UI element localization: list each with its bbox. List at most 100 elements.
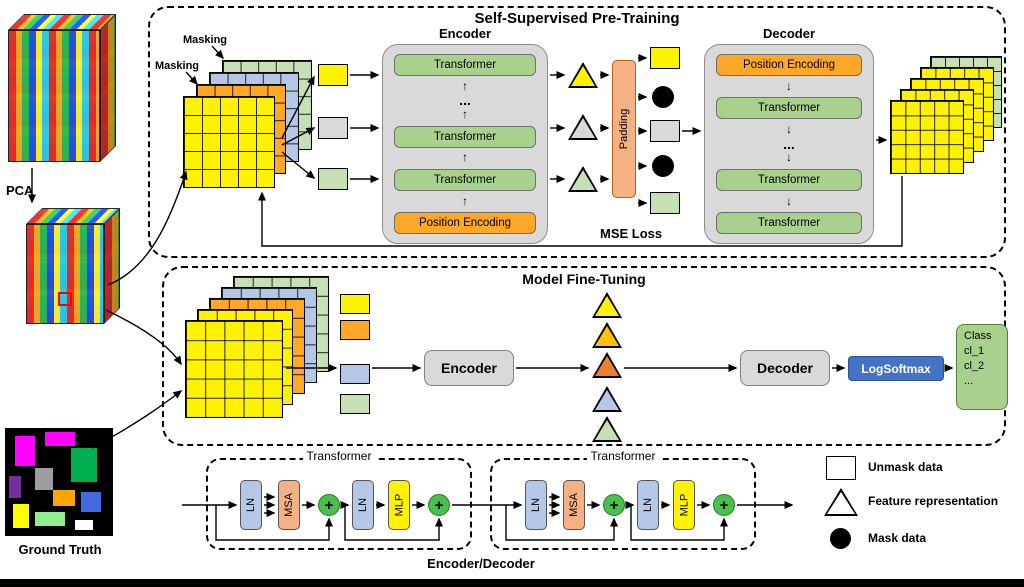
transformer-detail-title-1: Transformer xyxy=(206,449,472,463)
pca-label: PCA xyxy=(6,183,34,198)
mask-token-icon xyxy=(652,86,674,108)
gt-region xyxy=(13,504,29,528)
token-green xyxy=(340,394,370,414)
ellipsis: ... xyxy=(783,135,795,152)
msa-block: MSA xyxy=(278,480,300,530)
gt-region xyxy=(75,520,93,530)
ln-block: LN xyxy=(352,480,374,530)
transformer-block: Transformer xyxy=(394,54,536,76)
decoder-title: Decoder xyxy=(762,26,816,41)
gt-region xyxy=(9,476,21,498)
down-arrow-icon: ↓ xyxy=(786,122,792,137)
hyperspectral-cube-top xyxy=(8,14,116,30)
unmask-data-icon xyxy=(826,456,856,480)
unmask-data-label: Unmask data xyxy=(868,460,943,474)
down-arrow-icon: ↓ xyxy=(786,78,792,93)
encoder-title: Encoder xyxy=(438,26,491,41)
ln-label: LN xyxy=(642,497,654,513)
padding-block: Padding xyxy=(612,60,636,198)
class-line: cl_1 xyxy=(964,344,985,357)
gt-region xyxy=(35,468,53,490)
bottom-rule xyxy=(0,579,1024,587)
class-output-box: Class cl_1 cl_2 ... xyxy=(956,324,1008,410)
encoder-decoder-caption: Encoder/Decoder xyxy=(427,556,535,571)
hyperspectral-cube-side xyxy=(100,14,116,162)
pretrain-encoder-stack: Transformer ↑ ... ↑ Transformer ↑ Transf… xyxy=(382,44,548,244)
mask-data-label: Mask data xyxy=(868,531,927,545)
padding-label: Padding xyxy=(618,108,630,150)
ln-block: LN xyxy=(637,480,659,530)
gt-region xyxy=(71,448,97,482)
ln-label: LN xyxy=(245,497,257,513)
msa-label: MSA xyxy=(283,493,295,517)
transformer-detail-title-text: Transformer xyxy=(302,449,376,463)
pretraining-title: Self-Supervised Pre-Training xyxy=(474,10,680,27)
hyperspectral-cube-front xyxy=(8,30,100,162)
ground-truth-image xyxy=(5,428,113,536)
finetuning-title: Model Fine-Tuning xyxy=(522,271,646,287)
mlp-label: MLP xyxy=(393,493,405,517)
add-node: + xyxy=(713,494,735,516)
mask-data-icon xyxy=(830,528,851,549)
token-gray xyxy=(650,120,680,142)
logsoftmax-box: LogSoftmax xyxy=(848,356,944,381)
token-blue xyxy=(340,364,370,384)
token-yellow xyxy=(318,64,348,86)
ground-truth-label: Ground Truth xyxy=(18,542,102,557)
up-arrow-icon: ↑ xyxy=(462,150,468,165)
patch-marker xyxy=(58,292,72,306)
ln-block: LN xyxy=(525,480,547,530)
pretrain-decoder-stack: Position Encoding ↓ Transformer ↓ ... ↓ … xyxy=(704,44,874,244)
up-arrow-icon: ↑ xyxy=(462,107,468,122)
masking-label-1: Masking xyxy=(183,34,228,46)
position-encoding-block: Position Encoding xyxy=(394,212,536,234)
token-green xyxy=(318,168,348,190)
finetune-encoder-box: Encoder xyxy=(424,350,514,386)
msa-block: MSA xyxy=(563,480,585,530)
transformer-detail-title-text: Transformer xyxy=(586,449,660,463)
add-node: + xyxy=(428,494,450,516)
pca-cube-side xyxy=(104,208,120,324)
mlp-block: MLP xyxy=(673,480,695,530)
transformer-block: Transformer xyxy=(394,125,536,148)
mse-loss-label: MSE Loss xyxy=(600,226,663,241)
token-yellow xyxy=(340,294,370,314)
transformer-block: Transformer xyxy=(716,97,862,120)
msa-label: MSA xyxy=(568,493,580,517)
up-arrow-icon: ↑ xyxy=(462,78,468,93)
pca-cube-front xyxy=(26,224,104,324)
gt-region xyxy=(35,512,65,526)
ln-block: LN xyxy=(240,480,262,530)
token-yellow xyxy=(650,47,680,69)
class-line: ... xyxy=(964,374,974,387)
position-encoding-block: Position Encoding xyxy=(716,54,862,76)
transformer-detail-title-2: Transformer xyxy=(490,449,756,463)
add-node: + xyxy=(603,494,625,516)
down-arrow-icon: ↓ xyxy=(786,193,792,208)
transformer-block: Transformer xyxy=(394,168,536,191)
patch-grid xyxy=(185,320,283,418)
transformer-block: Transformer xyxy=(716,212,862,234)
feature-representation-icon xyxy=(824,488,858,516)
ellipsis: ... xyxy=(459,92,471,109)
ln-label: LN xyxy=(530,497,542,513)
gt-region xyxy=(81,492,101,512)
mlp-block: MLP xyxy=(388,480,410,530)
feature-representation-label: Feature representation xyxy=(868,494,999,508)
token-gray xyxy=(318,117,348,139)
transformer-block: Transformer xyxy=(716,168,862,191)
up-arrow-icon: ↑ xyxy=(462,193,468,208)
token-orange xyxy=(340,320,370,340)
class-line: cl_2 xyxy=(964,359,985,372)
gt-region xyxy=(53,490,75,506)
add-node: + xyxy=(318,494,340,516)
mask-token-icon xyxy=(652,155,674,177)
recon-grid xyxy=(890,100,964,174)
class-line: Class xyxy=(964,330,992,342)
patch-grid xyxy=(183,96,275,188)
pretraining-box xyxy=(148,6,1006,258)
mlp-label: MLP xyxy=(678,493,690,517)
masking-label-2: Masking xyxy=(155,60,200,72)
ln-label: LN xyxy=(357,497,369,513)
